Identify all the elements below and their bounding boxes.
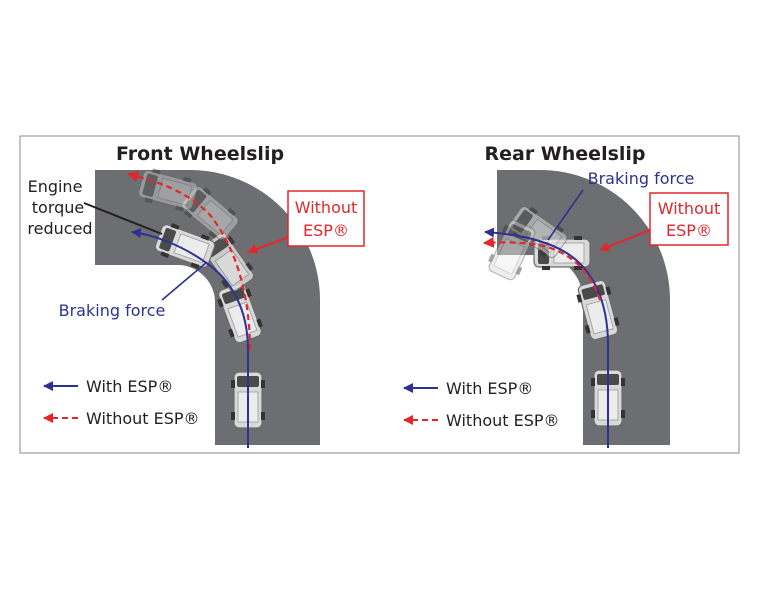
label-braking-right: Braking force	[588, 169, 695, 188]
label-torque: torque	[32, 198, 85, 217]
callout-without-right-line2: ESP®	[666, 221, 712, 240]
label-reduced: reduced	[27, 219, 92, 238]
path-right-without-esp	[482, 236, 602, 301]
pointer-engine	[83, 202, 163, 235]
path-right-with-esp	[484, 227, 609, 448]
callout-without-right	[649, 192, 729, 246]
legend-right-with: With ESP®	[446, 379, 533, 398]
callout-without-left-line2: ESP®	[303, 221, 349, 240]
callout-without-left	[287, 190, 365, 247]
callout-without-left-line1: Without	[295, 198, 358, 217]
legend-left-with: With ESP®	[86, 377, 173, 396]
panel-title-front: Front Wheelslip	[116, 143, 284, 165]
legend-right-without: Without ESP®	[446, 411, 560, 430]
pointer-braking-right	[547, 189, 584, 241]
pointer-braking-left	[161, 261, 208, 301]
panel-front-wheelslip: Front Wheelslip Engine torque reduced Br…	[27, 143, 365, 448]
panel-rear-wheelslip: Rear Wheelslip Braking force Without ESP…	[403, 143, 729, 448]
callout-without-right-line1: Without	[658, 199, 721, 218]
path-left-with-esp	[131, 228, 249, 448]
pointer-without-left	[247, 235, 293, 254]
road-left	[95, 170, 320, 445]
label-engine: Engine	[28, 177, 83, 196]
panel-title-rear: Rear Wheelslip	[484, 143, 645, 165]
path-left-without-esp	[126, 171, 252, 351]
label-braking-left: Braking force	[59, 301, 166, 320]
legend-left-without: Without ESP®	[86, 409, 200, 428]
